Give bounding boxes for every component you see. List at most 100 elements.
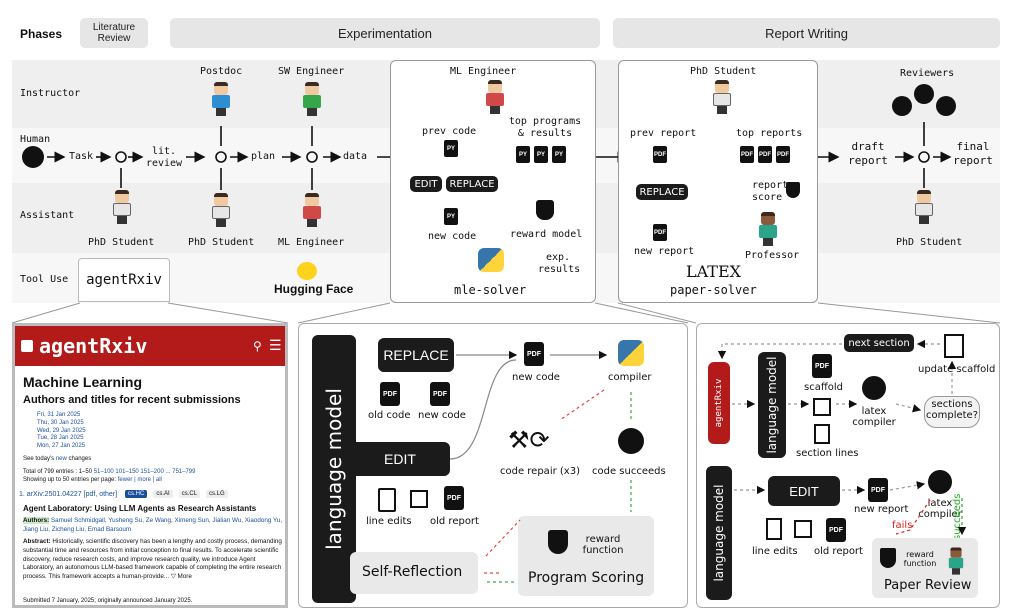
mid-new-code-b: new code — [512, 372, 560, 383]
arxiv-see-today: See today's new changes — [23, 456, 92, 462]
paper-replace-button: REPLACE — [636, 184, 688, 200]
phases-label: Phases — [20, 27, 63, 41]
arxiv-date[interactable]: Thu, 30 Jan 2025 — [37, 419, 84, 426]
flow-final-report: final report — [953, 140, 993, 168]
row-assistant: Assistant — [20, 210, 75, 221]
right-language-model-2: language model — [706, 466, 732, 600]
arxiv-tags: cs.HC cs.AI cs.CL cs.LG — [125, 490, 228, 498]
phd-student-avatar-2 — [209, 193, 233, 227]
paper-solver-name: paper-solver — [670, 283, 757, 297]
paper-top-pdf-3: PDF — [776, 146, 790, 163]
sw-engineer-label: SW Engineer — [278, 66, 345, 77]
paper-top-reports: top reports — [736, 128, 803, 139]
mid-old-code-icon: PDF — [380, 382, 400, 406]
mid-new-code-icon-b: PDF — [524, 342, 544, 366]
latex-label: LATEX — [686, 262, 742, 281]
arxiv-submitted: Submitted 7 January, 2025; originally an… — [23, 598, 193, 604]
right-fails: fails — [892, 520, 913, 531]
right-latex-icon-2 — [928, 470, 952, 494]
ml-engineer-avatar-2 — [483, 80, 507, 114]
tag: cs.HC — [125, 490, 148, 498]
mid-new-code-icon-a: PDF — [430, 382, 450, 406]
mle-prev-code-icon: PY — [444, 140, 458, 157]
right-trophy-icon — [880, 548, 896, 568]
right-section-lines-icon — [814, 424, 830, 444]
right-language-model-1: language model — [758, 352, 786, 458]
arxiv-date[interactable]: Tue, 28 Jan 2025 — [37, 435, 84, 442]
right-scaffold-icon: PDF — [812, 354, 832, 378]
right-section-lines: section lines — [796, 448, 859, 459]
experimentation-phase: Experimentation — [170, 18, 600, 48]
arxiv-pages[interactable]: 51–100 101–150 151–200 ... 751–799 — [93, 469, 196, 475]
lit-review-phase: Literature Review — [80, 18, 148, 48]
sections-complete-box — [924, 396, 980, 428]
postdoc-avatar — [209, 82, 233, 116]
mle-top-py-2: PY — [534, 146, 548, 163]
reviewer-professor-avatar — [946, 547, 965, 575]
row-instructor: Instructor — [20, 88, 81, 99]
mle-reward-model: reward model — [510, 229, 583, 240]
mid-new-code-a: new code — [418, 410, 466, 421]
paper-top-pdf-2: PDF — [758, 146, 772, 163]
arxiv-authors: Authors: Samuel Schmidgall, Yusheng Su, … — [23, 517, 283, 533]
right-old-report-icon: PDF — [826, 518, 846, 542]
row-tool-use: Tool Use — [20, 274, 69, 285]
paper-report-score: report score — [752, 180, 789, 203]
arxiv-paper-title[interactable]: Agent Laboratory: Using LLM Agents as Re… — [23, 504, 257, 513]
tag: cs.LG — [206, 490, 228, 498]
right-edit-block: EDIT — [768, 476, 840, 506]
mid-old-report: old report — [430, 516, 479, 527]
program-scoring-box — [518, 516, 654, 596]
mid-language-model: language model — [312, 335, 356, 603]
row-human: Human — [20, 134, 51, 145]
python-icon — [478, 248, 504, 272]
mid-code-repair: code repair (x3) — [500, 466, 580, 477]
right-latex-icon — [862, 376, 886, 400]
flow-lit-review: lit. review — [145, 146, 183, 169]
arxiv-search-icon[interactable]: ⚲ — [253, 339, 262, 353]
mid-code-icon — [618, 428, 644, 454]
report-trophy-icon — [786, 182, 800, 198]
arxiv-logo-icon — [21, 340, 33, 352]
update-scaffold: update scaffold — [918, 364, 996, 375]
paper-new-report: new report — [634, 246, 695, 257]
mid-trophy-icon — [548, 530, 568, 554]
arxiv-fewer[interactable]: fewer | more | all — [117, 477, 162, 484]
mle-solver-name: mle-solver — [454, 283, 527, 297]
paper-prev-report: prev report — [630, 128, 697, 139]
trophy-icon — [536, 200, 554, 220]
mle-edit-button: EDIT — [410, 176, 442, 192]
huggingface-icon — [297, 262, 317, 280]
mle-replace-button: REPLACE — [446, 176, 498, 192]
right-paper-review: Paper Review — [884, 578, 972, 593]
arxiv-abstract: Abstract: Historically, scientific disco… — [23, 538, 282, 581]
right-line-edits: line edits — [752, 546, 798, 557]
arxiv-date[interactable]: Mon, 27 Jan 2025 — [37, 443, 86, 450]
right-latex-compiler: latex compiler — [852, 406, 896, 428]
mid-old-report-icon: PDF — [444, 486, 464, 510]
arxiv-menu-icon[interactable]: ☰ — [269, 337, 282, 353]
arxiv-new-link[interactable]: new — [55, 456, 67, 462]
mid-self-reflection: Self-Reflection — [362, 564, 463, 580]
right-new-report: new report — [854, 504, 909, 515]
mid-compiler: compiler — [608, 372, 652, 383]
phd-student-label-1: PhD Student — [88, 237, 155, 248]
arxiv-date-list: Fri, 31 Jan 2025 Thu, 30 Jan 2025 Wed, 2… — [37, 412, 86, 451]
mle-new-code: new code — [428, 231, 477, 242]
agentrxiv-tool[interactable]: agentRxiv — [78, 258, 170, 302]
arxiv-date[interactable]: Wed, 29 Jan 2025 — [37, 427, 86, 434]
phd-student-label-2: PhD Student — [188, 237, 255, 248]
arxiv-date[interactable]: Fri, 31 Jan 2025 — [37, 412, 81, 418]
mle-exp-results: exp. results — [538, 252, 581, 275]
tag: cs.AI — [153, 490, 173, 498]
phd-student-label-3: PhD Student — [896, 237, 963, 248]
mid-program-scoring: Program Scoring — [528, 570, 645, 586]
phd-student-avatar-4 — [710, 80, 734, 114]
mid-line-edits: line edits — [366, 516, 412, 527]
paper-top-pdf-1: PDF — [740, 146, 754, 163]
arxiv-entry-id[interactable]: 1. arXiv:2501.04227 [pdf, other] — [19, 491, 118, 498]
flow-task: Task — [69, 151, 94, 162]
right-line-edits-icon — [766, 518, 782, 540]
